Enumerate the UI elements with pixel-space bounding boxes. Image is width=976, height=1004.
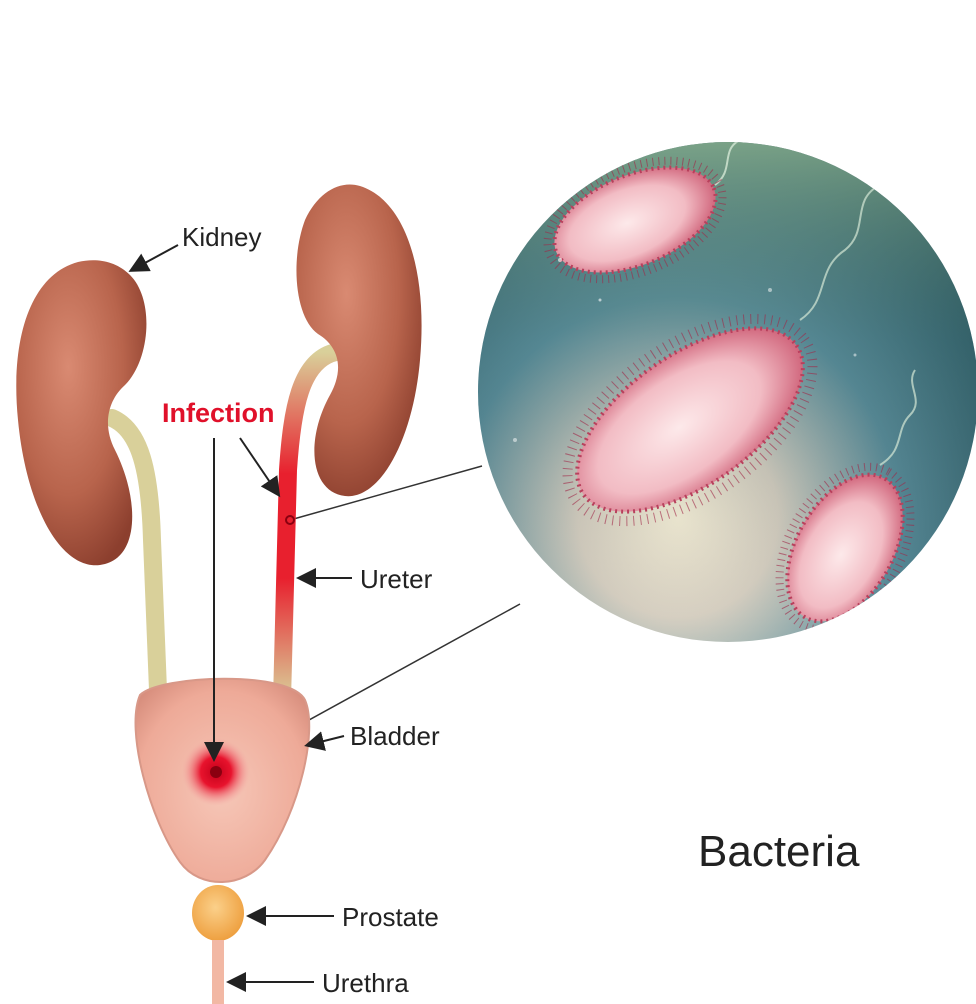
bacteria-magnifier (478, 68, 976, 652)
kidney-icon (16, 260, 146, 565)
kidney-pointer (132, 245, 178, 270)
urethra-label: Urethra (322, 968, 409, 998)
bacteria-label: Bacteria (698, 827, 860, 876)
kidney-icon (296, 184, 421, 496)
prostate-label: Prostate (342, 902, 439, 932)
bladder-label: Bladder (350, 721, 440, 751)
ureter-label: Ureter (360, 564, 433, 594)
infection-pointer-ureter (240, 438, 278, 494)
urethra-icon (212, 940, 224, 1004)
kidney-label: Kidney (182, 222, 262, 252)
infection-label: Infection (162, 398, 275, 428)
prostate-icon (192, 885, 244, 941)
bladder-pointer (308, 736, 344, 745)
